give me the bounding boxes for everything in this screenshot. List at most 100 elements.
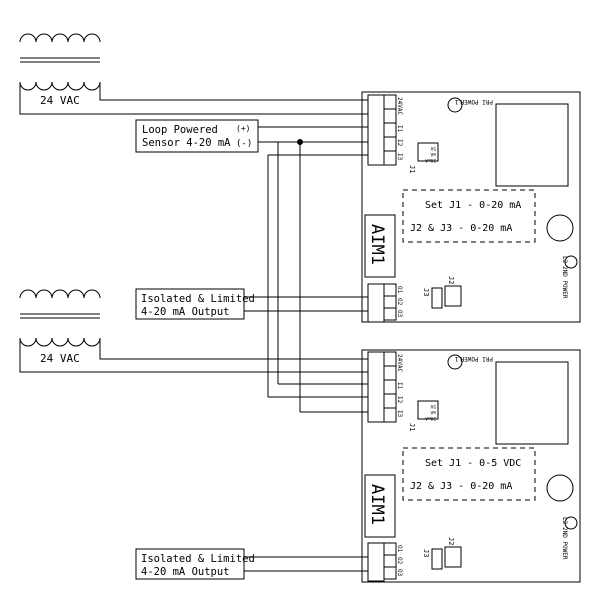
output-box-1 <box>135 288 245 320</box>
module-1-note-line1: Set J1 - 0-20 mA <box>425 200 521 211</box>
junction-dot <box>297 139 303 145</box>
module-1-terminal-strip <box>367 94 385 166</box>
transformer-bottom-primary-coil <box>19 289 101 299</box>
module-2-note-line2: J2 & J3 - 0-20 mA <box>410 481 512 492</box>
module-1-jumper-opt: 20mA <box>425 157 436 163</box>
module-1-note-line2: J2 & J3 - 0-20 mA <box>410 223 512 234</box>
module-2-out-label: O2 <box>396 557 403 565</box>
transformer-bottom-label: 24 VAC <box>40 352 80 365</box>
module-2-terminal <box>383 407 397 423</box>
module-1-out-label: O3 <box>396 310 403 318</box>
loop-sensor-line2: Sensor 4-20 mA <box>142 137 231 149</box>
module-1-terminal-label: I1 <box>396 125 403 133</box>
transformer-top-lead-b <box>99 82 368 101</box>
transformer-bottom <box>19 289 368 373</box>
module-2-note-box <box>402 447 536 501</box>
module-2-terminal-label: I1 <box>396 382 403 390</box>
module-2-l1-label: L1 <box>454 355 462 362</box>
module-1-j3-label: J3 <box>422 288 430 296</box>
module-1-output-terminals <box>367 283 397 323</box>
output-box-2-line1: Isolated & Limited <box>141 553 255 565</box>
module-2-out-strip <box>367 542 385 582</box>
module-2-led-l2 <box>564 516 578 530</box>
module-2-input-terminals <box>367 351 397 423</box>
module-2-led-l1 <box>447 354 463 370</box>
module-1-terminal <box>383 94 397 110</box>
module-1-led-l1 <box>447 97 463 113</box>
module-2 <box>361 349 581 583</box>
module-1-terminal <box>383 122 397 138</box>
module-2-l2-label: L2 <box>561 517 568 525</box>
module-1-terminal <box>383 307 397 321</box>
module-1-terminal <box>383 108 397 124</box>
module-2-jumper-opt: mA <box>430 409 436 415</box>
module-2-terminal <box>383 365 397 381</box>
module-2-name-box <box>364 474 396 538</box>
module-2-terminal <box>383 351 397 367</box>
module-2-jumper-opt: 5V <box>430 403 436 409</box>
module-2-jumper-j3 <box>431 548 443 570</box>
module-2-transformer-block <box>495 361 569 445</box>
output-box-2-line2: 4-20 mA Output <box>141 566 230 578</box>
module-1-out-label: O1 <box>396 286 403 294</box>
module-2-out-label: O3 <box>396 569 403 577</box>
module-2-terminal <box>383 566 397 580</box>
loop-sensor-box <box>135 119 259 153</box>
output-box-1-line2: 4-20 mA Output <box>141 306 230 318</box>
module-1-note-box <box>402 189 536 243</box>
module-1-l2-label: L2 <box>561 256 568 264</box>
transformer-bottom-lead-b <box>99 338 368 360</box>
module-1-input-terminals <box>367 94 397 166</box>
field-wiring <box>120 113 368 572</box>
module-2-j1-label: J1 <box>408 423 416 431</box>
loop-sensor-line1: Loop Powered <box>142 124 218 136</box>
module-2-terminal-label: I2 <box>396 396 403 404</box>
module-1-name: AIM1 <box>367 224 387 265</box>
loop-sensor-minus: (-) <box>236 139 252 149</box>
module-2-j3-label: J3 <box>422 549 430 557</box>
module-1-terminal-label: I3 <box>396 153 403 161</box>
module-1-led-l2 <box>564 255 578 269</box>
module-1-jumper-j1 <box>417 142 439 162</box>
module-2-note-line1: Set J1 - 0-5 VDC <box>425 458 521 469</box>
loop-sensor-plus: (+) <box>236 124 250 133</box>
module-1-jumper-j2 <box>444 285 462 307</box>
transformer-top <box>19 33 368 115</box>
module-2-terminal-strip <box>367 351 385 423</box>
module-2-board <box>361 349 581 583</box>
module-1-terminal <box>383 295 397 309</box>
transformer-bottom-secondary-coil <box>19 337 101 347</box>
module-1-terminal <box>383 150 397 166</box>
module-1-jumper-opt: mA <box>430 151 436 157</box>
module-2-jumper-j1 <box>417 400 439 420</box>
module-1-j2-label: J2 <box>447 276 455 284</box>
module-1-out-label: O2 <box>396 298 403 306</box>
transformer-top-lead-a <box>19 82 120 115</box>
module-1-j1-label: J1 <box>408 165 416 173</box>
module-2-terminal <box>383 554 397 568</box>
module-1-out-strip <box>367 283 385 323</box>
module-1-terminal-label: I2 <box>396 139 403 147</box>
module-2-pri-power-label: PRI POWER <box>460 355 493 362</box>
module-1-terminal <box>383 283 397 297</box>
module-2-knob <box>546 474 574 502</box>
module-1-terminal-label: 24VAC <box>396 97 403 115</box>
module-1-jumper-opt: 5V <box>430 145 436 151</box>
module-2-output-terminals <box>367 542 397 582</box>
module-2-terminal <box>383 393 397 409</box>
module-1-pri-power-label: PRI POWER <box>460 98 493 105</box>
module-1-knob <box>546 214 574 242</box>
transformer-top-primary-coil <box>19 33 101 43</box>
module-1-transformer-block <box>495 103 569 187</box>
transformer-top-label: 24 VAC <box>40 94 80 107</box>
module-2-j2-label: J2 <box>447 537 455 545</box>
module-2-terminal-label: I3 <box>396 410 403 418</box>
module-2-out-label: O1 <box>396 545 403 553</box>
module-2-snd-power-label: 2ND POWER <box>561 527 568 560</box>
transformer-bottom-lead-a <box>19 338 368 373</box>
module-1-terminal <box>383 136 397 152</box>
module-1-name-box <box>364 214 396 278</box>
module-2-name: AIM1 <box>367 484 387 525</box>
module-1-l1-label: L1 <box>454 98 462 105</box>
